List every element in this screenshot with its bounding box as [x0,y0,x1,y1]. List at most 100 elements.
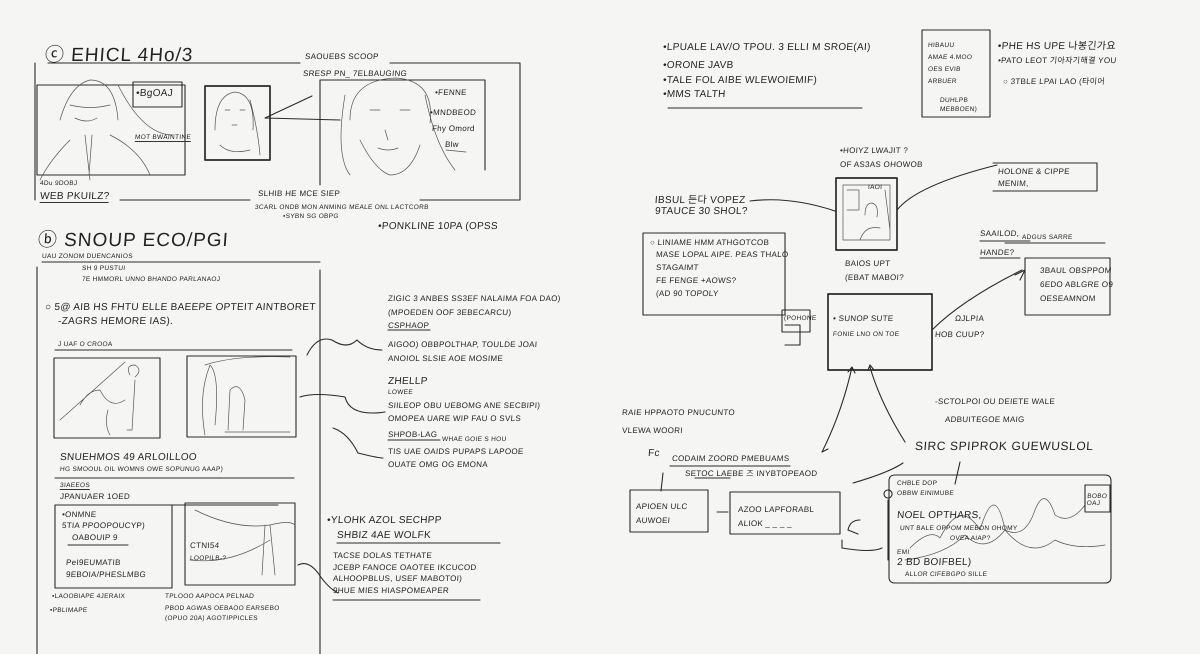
note: AIGOO) OBBPOLTHAP, TOULDE JOAI [387,340,538,349]
bottom-note: 3CARL ONDB MON ANMING MEALE ONL LACTCORB [254,204,429,211]
list-item: •PATO LEOT 기아자기해결 YOU [997,56,1117,65]
flow-title: SETOC LAEBE 즈 INYBTOPEAOD [684,469,818,478]
note: ANOIOL SLSIE AOE MOSIME [387,354,504,363]
storyboard-frame-6 [184,502,296,586]
center-text: • SUNOP SUTE [832,314,894,323]
storyboard-frame-1 [36,84,186,176]
flow-box-text: AZOO LAPFORABL [737,505,815,514]
bottom-note: •SYBN SG OBPG [282,213,339,220]
storyboard-frame-face [319,79,486,186]
graph-text: OBBW EINIMUBE [896,490,955,497]
card-text: AMAE 4.MOO [927,54,973,61]
box-text: OABOUIP 9 [71,533,119,542]
card-text: HIBAUU [927,42,955,49]
footer-note: •LAOOBIAPE 4JERAIX [51,593,126,600]
center-text: FONIE LNO ON TOE [832,331,900,338]
note: (MPOEDEN OOF 3EBECARCU) [387,308,512,317]
monitor-badge: IAOI [867,184,883,191]
face-note: •FENNE [434,88,468,97]
right-question: HANDE? [979,248,1015,257]
graph-text: 2 BD BOIFBEL) [896,557,972,568]
feature-box [642,232,786,316]
graph-text: EMI [896,549,910,556]
graph-text: CHBLE DOP [896,480,938,487]
question: IBSUL 든다 VOPEZ [654,195,746,206]
list-item: •ORONE JAVB [662,60,734,71]
flow-box-1 [629,472,709,533]
scroll-note: ADBUITEGOE MAIG [944,415,1025,424]
graph-text: ALLOR CIFEBGPO SILLE [904,571,988,578]
graph-text: UNT BALE OPPOM MEBON OHOMY [899,525,1018,532]
feature-text: (AD 90 TOPOLY [655,289,719,298]
section-header: UAU ZONOM DUENCANIOS [41,253,134,260]
box-text: •ONMNE [61,510,97,519]
note-card [921,29,991,118]
list-item: •MMS TALTH [662,89,727,100]
footer-note: TPLOOO AAPOCA PELNAD [164,593,255,600]
note: SIILEOP OBU UEBOMG ANE SECBIPI) [387,401,541,410]
graph-text: OVEA AIAP? [949,535,991,542]
section-a-title: ⓒ EHICL 4Ho/3 [44,45,195,66]
rating-text: OESEAMNOM [1039,294,1096,303]
side-note: HOB CUUP? [934,330,985,339]
rating-box [1024,257,1111,316]
hologram-text: MENIM, [997,179,1030,188]
face-note: Blw [444,140,460,149]
note: SHPOB-LAG [387,430,438,439]
feature-text: MASE LOPAL AIPE. PEAS THALO [655,250,789,259]
list-item: ○ 3TBLE LPAI LAO (타이어 [1002,77,1106,86]
hologram-text: HOLONE & CIPPE [997,167,1071,176]
footer-note: (OPUO 20A) AGOTIPPICLES [164,615,259,622]
frame-label: •BgOAJ [135,88,174,99]
list-item: •LPUALE LAV/O TPOU. 3 ELLI M SROE(AI) [662,42,872,53]
note: LOWEE [387,389,414,396]
box-text: 9EBOIA/PHESLMBG [65,570,147,579]
snoop-box [827,293,933,371]
list-item: •TALE FOL AIBE WLEWOIEMIF) [662,75,818,86]
list-item: •PHE HS UPE 나봉긴가요 [997,41,1117,52]
scroll-note: -SCTOLPOI OU DEIETE WALE [934,397,1056,406]
note: ALHOOPBLUS, USEF MABOTOI) [332,574,463,583]
question: 9TAUCE 30 SHOL? [654,206,749,217]
right-question: ADGUS SARRE [1021,234,1073,241]
flow-title: CODAIM ZOORD PMEBUAMS [671,454,790,463]
right-question: SAAILOD, [979,229,1020,238]
section-sub: SH 9 PUSTUI [81,265,126,272]
note: WHAE GOIE S HOU [441,436,507,443]
portrait-frame [204,85,271,161]
storyboard-frame-5 [54,504,173,589]
note: 9HUE MIES HIASPOMEAPER [332,586,450,595]
graph-title: SIRC SPIPROK GUEWUSLOL [914,439,1095,453]
storyboard-frame-4 [186,355,297,438]
note: OUATE OMG OG EMONA [387,460,489,469]
row-label: J UAF O CROOA [57,341,113,348]
graph-card [888,474,1112,584]
phone-tab: (POHONE [783,315,817,322]
note: ZHELLP [387,376,428,387]
graph-text: NOEL OPTHARS, [896,510,983,521]
scope-title: SAOUEBS SCOOP [304,52,380,61]
center-caption: (EBAT MABOI? [844,273,905,282]
face-note: •MNDBEOD [429,108,477,117]
box-text: PeI9EUMATIB [65,558,122,567]
frame-note: MOT BWAINTINE [134,134,192,142]
flow-note: RAIE HPPAOTO PNUCUNTO [621,408,736,417]
row-caption: SNUEHMOS 49 ARLOILLOO [59,452,198,463]
note: ZIGIC 3 ANBES SS3EF NALAIMA FOA DAO) [387,294,561,303]
footer-note: PBOD AGWAS OEBAOO EARSEBO [164,605,280,612]
rating-text: 3BAUL OBSPPOM [1039,266,1112,275]
section-b-title: ⓑ SNOUP ECO/PGI [37,230,230,251]
feature-text: ○ LINIAME HMM ATHGOTCOB [649,238,770,247]
monitor-caption: •HOIYZ LWAJIT ? [839,146,909,155]
row-label: 3IAEEOS [59,482,91,490]
feature-text: STAGAIMT [655,263,700,272]
note: TIS UAE OAIDS PUPAPS LAPOOE [387,447,524,456]
graph-badge: BOBO OAJ [1086,493,1108,507]
note: TACSE DOLAS TETHATE [332,551,433,560]
note: JCEBP FANOCE OAOTEE IKCUCOD [332,563,477,572]
row-label: JPANUAER 1OED [59,492,131,501]
bottom-note: •PONKLINE 10PA (OPSS [377,221,499,232]
box-text: LOOPILB-? [189,555,227,562]
note: CSPHAOP [387,321,430,330]
